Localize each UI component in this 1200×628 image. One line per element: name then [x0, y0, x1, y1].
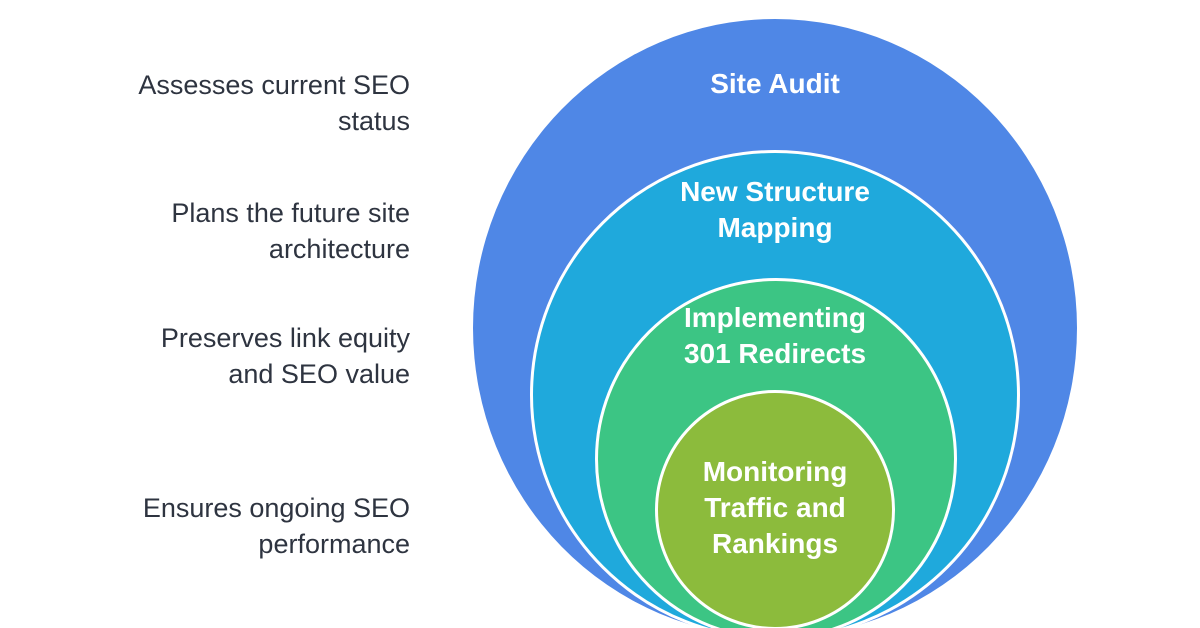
description-implementing-redirects: Preserves link equity and SEO value — [160, 323, 410, 389]
circle-monitoring — [655, 390, 895, 628]
description-monitoring: Ensures ongoing SEO performance — [142, 493, 410, 559]
label-implementing-redirects: Implementing 301 Redirects — [683, 302, 867, 369]
label-monitoring: Monitoring Traffic and Rankings — [702, 456, 848, 559]
label-site-audit: Site Audit — [710, 68, 840, 99]
label-new-structure-mapping: New Structure Mapping — [680, 176, 870, 243]
description-site-audit: Assesses current SEO status — [138, 70, 410, 136]
description-new-structure-mapping: Plans the future site architecture — [171, 198, 410, 264]
